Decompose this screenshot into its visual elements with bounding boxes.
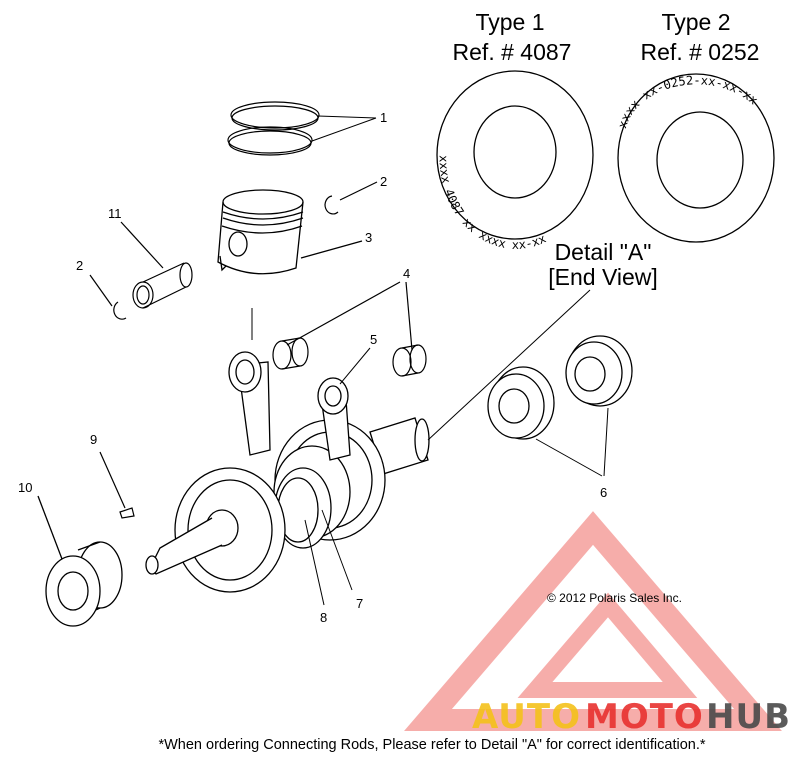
needle-bearing-left (272, 281, 401, 370)
watermark-auto: AUTO (472, 697, 581, 737)
callout-3: 3 (365, 230, 372, 245)
type2-ring: xxxx xx-0252-xx-xx-xx (615, 73, 775, 243)
main-bearing-6b (565, 335, 633, 407)
callout-4: 4 (403, 266, 410, 281)
watermark-text: AUTO MOTO HUB (472, 697, 791, 737)
callout-1: 1 (380, 110, 387, 125)
end-view-label: [End View] (548, 264, 658, 290)
type1-ring: xxxx 4087 xx xxxx xx-xx (436, 70, 594, 252)
callout-lines-1 (311, 115, 377, 142)
callout-6: 6 (600, 485, 607, 500)
type1-ref: Ref. # 4087 (453, 39, 572, 65)
callout-11: 11 (108, 206, 122, 221)
callout-lines-misc (304, 289, 591, 606)
callout-5: 5 (370, 332, 377, 347)
detail-a-label: Detail "A" (555, 239, 652, 265)
callout-8: 8 (320, 610, 327, 625)
woodruff-key (99, 451, 135, 519)
callout-lines-6 (535, 407, 609, 477)
watermark-hub: HUB (706, 697, 791, 737)
type2-ref: Ref. # 0252 (641, 39, 760, 65)
piston (217, 189, 363, 275)
callout-9: 9 (90, 432, 97, 447)
piston-rings (227, 101, 320, 156)
type2-title: Type 2 (661, 9, 730, 35)
main-bearing-6a (487, 366, 555, 440)
ball-bearing-10 (37, 495, 123, 627)
watermark-logo (404, 511, 782, 731)
circlip-left (89, 274, 127, 320)
circlip-right (324, 181, 378, 215)
callout-2-right: 2 (380, 174, 387, 189)
type1-title: Type 1 (475, 9, 544, 35)
footnote: *When ordering Connecting Rods, Please r… (158, 737, 705, 753)
needle-bearing-right (392, 281, 427, 377)
copyright-text: © 2012 Polaris Sales Inc. (547, 591, 682, 605)
callout-10: 10 (18, 480, 32, 495)
callout-7: 7 (356, 596, 363, 611)
crankshaft-assembly (145, 351, 430, 593)
wrist-pin (120, 221, 193, 309)
watermark-moto: MOTO (585, 697, 704, 737)
callout-2-left: 2 (76, 258, 83, 273)
